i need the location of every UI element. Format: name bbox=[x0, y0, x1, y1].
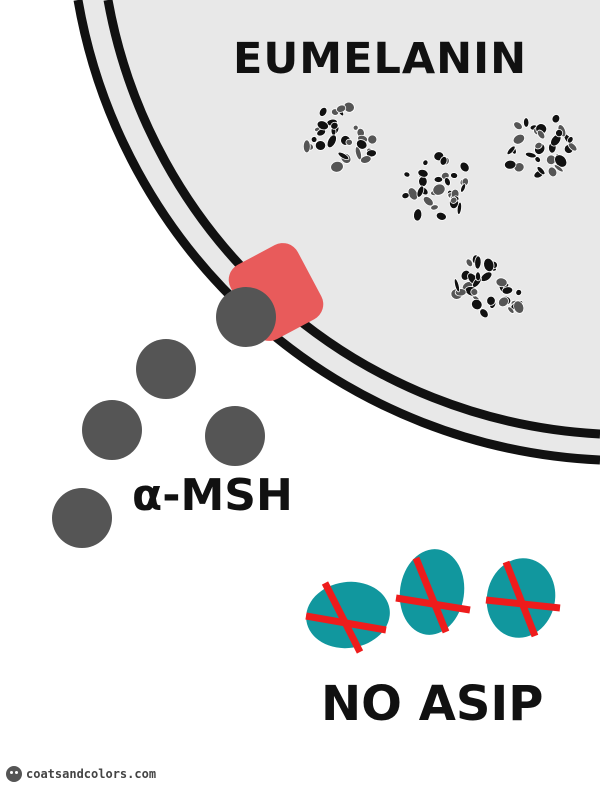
melanin-granule bbox=[553, 164, 564, 173]
footer-credit: coatsandcolors.com bbox=[6, 766, 156, 782]
melanin-granule bbox=[453, 278, 460, 293]
eumelanin-cluster bbox=[450, 254, 525, 319]
melanin-granule bbox=[435, 211, 447, 221]
cross-icon bbox=[485, 596, 561, 612]
melanin-granule bbox=[515, 289, 523, 296]
melanin-granule bbox=[314, 140, 327, 151]
melanin-granule bbox=[450, 196, 458, 204]
melanin-granule bbox=[355, 139, 368, 150]
melanin-granule bbox=[401, 192, 410, 200]
msh-molecule bbox=[136, 339, 196, 399]
melanin-granule bbox=[534, 141, 543, 150]
melanin-granule bbox=[422, 159, 429, 166]
melanin-granule bbox=[523, 117, 530, 128]
melanin-granule bbox=[336, 104, 347, 113]
seal-logo-icon bbox=[6, 766, 22, 782]
melanin-granule bbox=[483, 257, 495, 273]
msh-molecule-bound bbox=[216, 287, 276, 347]
cross-icon bbox=[321, 581, 364, 654]
melanin-granule bbox=[567, 136, 574, 144]
eumelanin-label: EUMELANIN bbox=[233, 34, 528, 84]
melanin-granule bbox=[318, 106, 328, 117]
melanin-granule bbox=[486, 295, 496, 306]
melanin-granule bbox=[316, 120, 329, 131]
eumelanin-cluster bbox=[401, 151, 470, 222]
melanin-granule bbox=[326, 134, 337, 149]
melanin-granule bbox=[547, 166, 558, 178]
melanin-granule bbox=[310, 136, 318, 143]
melanin-granule bbox=[495, 277, 508, 288]
melanin-granule bbox=[330, 121, 339, 130]
no-asip-label: NO ASIP bbox=[321, 676, 544, 732]
eumelanin-cluster bbox=[302, 101, 378, 173]
melanin-granule bbox=[337, 151, 350, 161]
melanin-granule bbox=[536, 129, 546, 140]
footer-site: coatsandcolors.com bbox=[26, 767, 157, 781]
melanin-granule bbox=[433, 176, 444, 183]
melanin-granule bbox=[430, 204, 439, 211]
melanin-granule bbox=[345, 138, 353, 146]
melanin-granule bbox=[551, 114, 561, 124]
melanin-granule bbox=[513, 121, 523, 131]
cell-body bbox=[78, 0, 600, 460]
melanin-granule bbox=[450, 172, 459, 179]
melanin-granule bbox=[501, 286, 514, 295]
melanin-granule bbox=[474, 255, 482, 270]
melanin-granule bbox=[352, 124, 359, 131]
asip-molecule-crossed bbox=[395, 549, 471, 635]
melanin-granule bbox=[316, 128, 327, 137]
melanin-granule bbox=[439, 156, 448, 166]
melanin-granule bbox=[416, 185, 425, 198]
melanin-granule bbox=[513, 162, 525, 173]
melanin-granule bbox=[413, 208, 423, 222]
cross-icon bbox=[395, 594, 471, 614]
melanin-granule bbox=[459, 161, 470, 173]
asip-molecule-crossed bbox=[485, 558, 561, 638]
cross-icon bbox=[305, 612, 387, 634]
melanin-granule bbox=[302, 139, 311, 154]
melanin-granule bbox=[524, 151, 537, 159]
eumelanin-granules bbox=[302, 101, 578, 319]
melanin-granule bbox=[512, 133, 526, 145]
melanin-granule bbox=[536, 166, 546, 176]
melanin-granule bbox=[403, 171, 411, 178]
melanin-granule bbox=[417, 168, 429, 178]
melanin-granule bbox=[504, 159, 517, 170]
melanin-granule bbox=[418, 176, 428, 187]
melanin-granule bbox=[513, 300, 525, 314]
melanin-granule bbox=[360, 155, 372, 164]
melanin-granule bbox=[479, 308, 489, 319]
melanin-granule bbox=[555, 129, 564, 138]
cross-icon bbox=[502, 560, 539, 638]
melanin-granule bbox=[432, 183, 446, 196]
eumelanin-cluster bbox=[504, 114, 578, 179]
melanin-granule bbox=[470, 288, 479, 296]
msh-molecule bbox=[205, 406, 265, 466]
melanin-granule bbox=[365, 149, 377, 158]
melanin-granule bbox=[443, 177, 451, 187]
melanin-granule bbox=[471, 298, 483, 311]
melanin-granule bbox=[367, 134, 378, 145]
melanin-granule bbox=[474, 271, 482, 282]
msh-molecule bbox=[82, 400, 142, 460]
cross-icon bbox=[412, 556, 450, 634]
msh-molecule bbox=[52, 488, 112, 548]
melanin-granule bbox=[330, 160, 344, 173]
melanin-granule bbox=[506, 145, 516, 156]
melanin-granule bbox=[460, 183, 467, 193]
melanin-granule bbox=[507, 306, 515, 314]
alpha-msh-label: α-MSH bbox=[132, 470, 293, 521]
asip-molecule-crossed bbox=[305, 581, 390, 654]
melanin-granule bbox=[498, 296, 509, 308]
melanin-granule bbox=[465, 258, 473, 268]
